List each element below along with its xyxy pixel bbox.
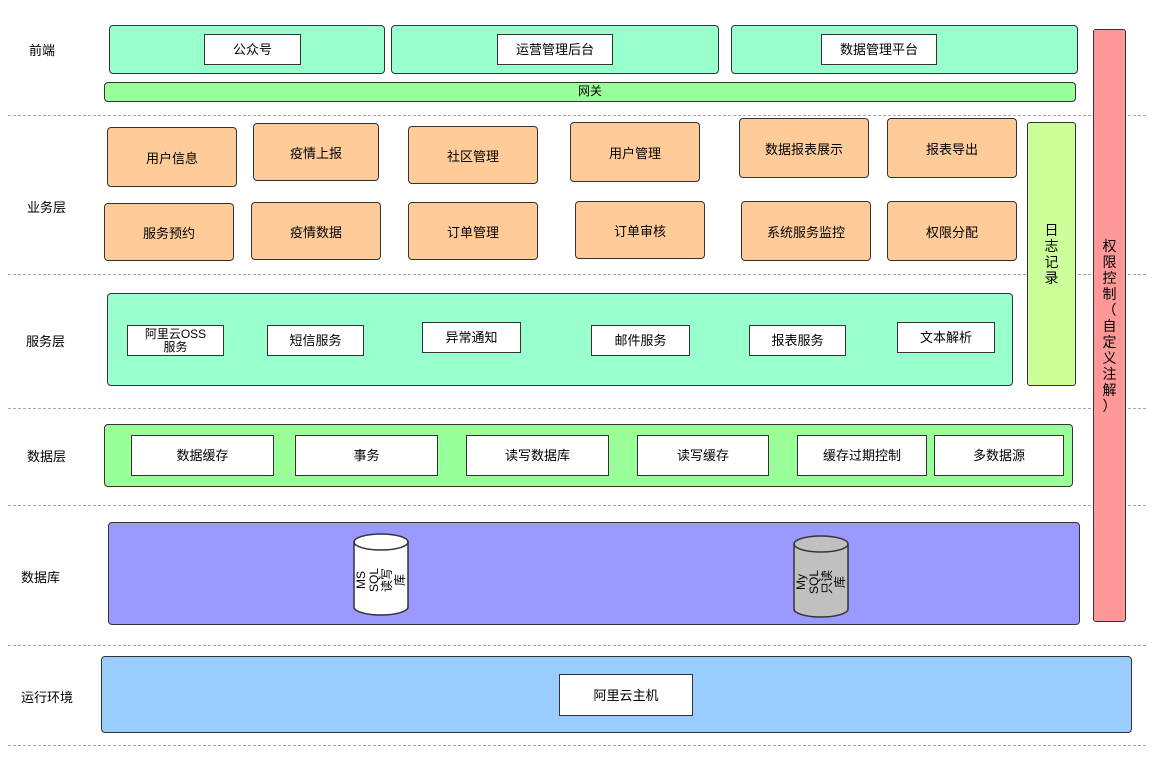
database-mysql-read-only: My SQL 只读库 [793, 535, 849, 618]
permission-control-label: 权限控制（自定义注解） [1102, 237, 1117, 414]
layer-label-frontend: 前端 [29, 43, 56, 58]
permission-control-bar: 权限控制（自定义注解） [1093, 29, 1126, 622]
gateway-bar: 网关 [104, 82, 1076, 102]
database-layer-panel [108, 522, 1080, 625]
business-community-management: 社区管理 [408, 126, 538, 184]
layer-label-service: 服务层 [26, 334, 66, 349]
database-ms-sql-label: MS SQL 读写库 [354, 567, 407, 592]
database-cylinder-icon [353, 533, 409, 616]
service-text-parsing: 文本解析 [897, 322, 995, 353]
service-layer-panel [107, 293, 1013, 386]
business-user-management: 用户管理 [570, 122, 700, 182]
layer-divider [8, 274, 1146, 275]
business-report-export: 报表导出 [887, 118, 1017, 178]
data-read-write-cache: 读写缓存 [637, 435, 769, 476]
layer-divider [8, 408, 1146, 409]
business-user-info: 用户信息 [107, 127, 237, 187]
business-order-management: 订单管理 [408, 202, 538, 260]
business-order-review: 订单审核 [575, 201, 705, 259]
frontend-data-management-platform: 数据管理平台 [821, 34, 937, 65]
layer-divider [8, 505, 1146, 506]
business-data-report-display: 数据报表展示 [739, 118, 869, 178]
data-cache: 数据缓存 [131, 435, 274, 476]
layer-label-business: 业务层 [27, 200, 67, 215]
database-cylinder-icon [793, 535, 849, 618]
layer-divider [8, 745, 1146, 746]
business-system-service-monitoring: 系统服务监控 [741, 201, 871, 261]
layer-label-runtime: 运行环境 [21, 690, 74, 705]
log-record-label: 日志记录 [1044, 222, 1059, 286]
layer-label-database: 数据库 [21, 570, 61, 585]
database-mysql-label: My SQL 只读库 [794, 569, 847, 594]
business-permission-assignment: 权限分配 [887, 201, 1017, 261]
service-sms: 短信服务 [267, 325, 364, 356]
layer-divider [8, 115, 1146, 116]
data-read-write-database: 读写数据库 [466, 435, 609, 476]
service-email: 邮件服务 [591, 325, 690, 356]
service-aliyun-oss: 阿里云OSS 服务 [127, 325, 224, 356]
data-transaction: 事务 [295, 435, 438, 476]
business-service-booking: 服务预约 [104, 203, 234, 261]
service-report: 报表服务 [749, 325, 846, 356]
data-multi-datasource: 多数据源 [934, 435, 1064, 476]
frontend-wechat-official-account: 公众号 [204, 34, 301, 65]
layer-label-data: 数据层 [27, 449, 67, 464]
data-cache-expiry-control: 缓存过期控制 [797, 435, 927, 476]
business-epidemic-report: 疫情上报 [253, 123, 379, 181]
runtime-aliyun-host: 阿里云主机 [559, 674, 693, 716]
business-epidemic-data: 疫情数据 [251, 202, 381, 260]
database-ms-sql-read-write: MS SQL 读写库 [353, 533, 409, 616]
service-exception-notification: 异常通知 [422, 322, 521, 353]
frontend-ops-admin: 运营管理后台 [497, 34, 613, 65]
log-record-bar: 日志记录 [1027, 122, 1076, 386]
layer-divider [8, 645, 1146, 646]
